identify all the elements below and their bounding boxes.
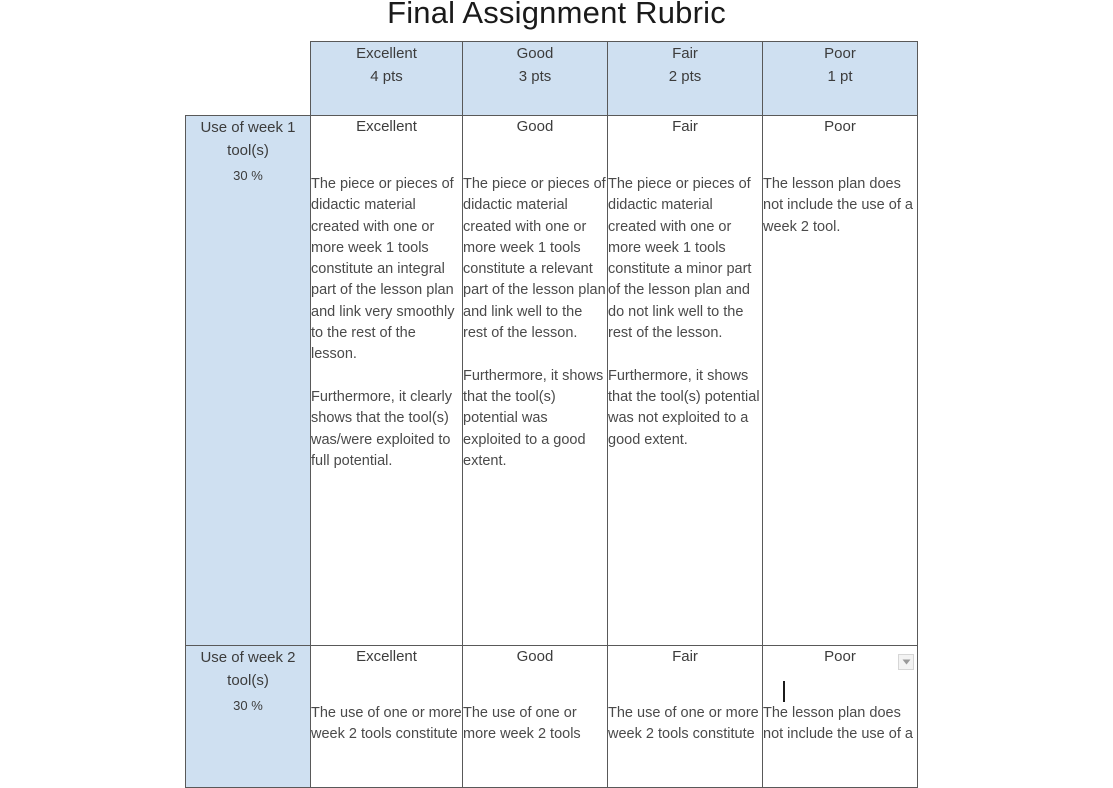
rating-description: The use of one or more week 2 tools (463, 705, 581, 743)
rating-label: Fair (672, 648, 698, 665)
rating-label: Good (516, 648, 554, 665)
rating-description: The lesson plan does not include the use… (763, 705, 913, 743)
criterion-cell-week-2-tools[interactable]: Use of week 2 tool(s) 30 % (185, 645, 311, 788)
header-level-name: Good (516, 45, 554, 62)
header-level-name: Fair (672, 45, 698, 62)
rating-label: Fair (672, 118, 698, 135)
text-cursor-caret (783, 681, 785, 702)
rating-description: The use of one or more week 2 tools cons… (311, 705, 462, 743)
header-cell-poor[interactable]: Poor 1 pt (762, 41, 918, 116)
criterion-weight: 30 % (233, 698, 263, 713)
rating-cell-week2-poor[interactable]: Poor The lesson plan does not include th… (762, 645, 918, 788)
page-title: Final Assignment Rubric (387, 0, 726, 30)
criterion-cell-week-1-tools[interactable]: Use of week 1 tool(s) 30 % (185, 115, 311, 646)
rating-cell-week1-excellent[interactable]: Excellent The piece or pieces of didacti… (310, 115, 463, 646)
header-cell-good[interactable]: Good 3 pts (462, 41, 608, 116)
rating-cell-week2-fair[interactable]: Fair The use of one or more week 2 tools… (607, 645, 763, 788)
rating-label: Excellent (356, 648, 417, 665)
rubric-table: Excellent 4 pts Good 3 pts Fair 2 pts Po… (185, 41, 918, 788)
rating-label: Poor (824, 118, 856, 135)
rating-description: The use of one or more week 2 tools cons… (608, 705, 763, 743)
header-level-points: 1 pt (827, 68, 853, 85)
header-corner-blank (185, 41, 311, 116)
rating-label: Excellent (356, 118, 417, 135)
rating-label: Poor (824, 648, 856, 665)
header-level-points: 2 pts (668, 68, 702, 85)
rating-label: Good (516, 118, 554, 135)
criterion-title: Use of week 2 tool(s) (200, 649, 296, 689)
header-cell-fair[interactable]: Fair 2 pts (607, 41, 763, 116)
header-cell-excellent[interactable]: Excellent 4 pts (310, 41, 463, 116)
table-row: Use of week 2 tool(s) 30 % Excellent The… (185, 645, 918, 788)
rating-cell-week1-good[interactable]: Good The piece or pieces of didactic mat… (462, 115, 608, 646)
criterion-weight: 30 % (233, 168, 263, 183)
rating-description: The piece or pieces of didactic material… (608, 176, 760, 448)
rating-cell-week1-poor[interactable]: Poor The lesson plan does not include th… (762, 115, 918, 646)
chevron-down-icon[interactable] (898, 654, 914, 670)
rating-description: The piece or pieces of didactic material… (311, 176, 455, 469)
rating-cell-week1-fair[interactable]: Fair The piece or pieces of didactic mat… (607, 115, 763, 646)
header-level-name: Poor (824, 45, 856, 62)
table-header-row: Excellent 4 pts Good 3 pts Fair 2 pts Po… (185, 41, 918, 116)
header-level-points: 4 pts (370, 68, 403, 85)
rating-cell-week2-good[interactable]: Good The use of one or more week 2 tools (462, 645, 608, 788)
rating-description: The piece or pieces of didactic material… (463, 176, 606, 469)
header-level-points: 3 pts (518, 68, 552, 85)
table-row: Use of week 1 tool(s) 30 % Excellent The… (185, 115, 918, 646)
header-level-name: Excellent (356, 45, 417, 62)
rating-cell-week2-excellent[interactable]: Excellent The use of one or more week 2 … (310, 645, 463, 788)
criterion-title: Use of week 1 tool(s) (200, 119, 296, 159)
rating-description: The lesson plan does not include the use… (763, 176, 917, 235)
